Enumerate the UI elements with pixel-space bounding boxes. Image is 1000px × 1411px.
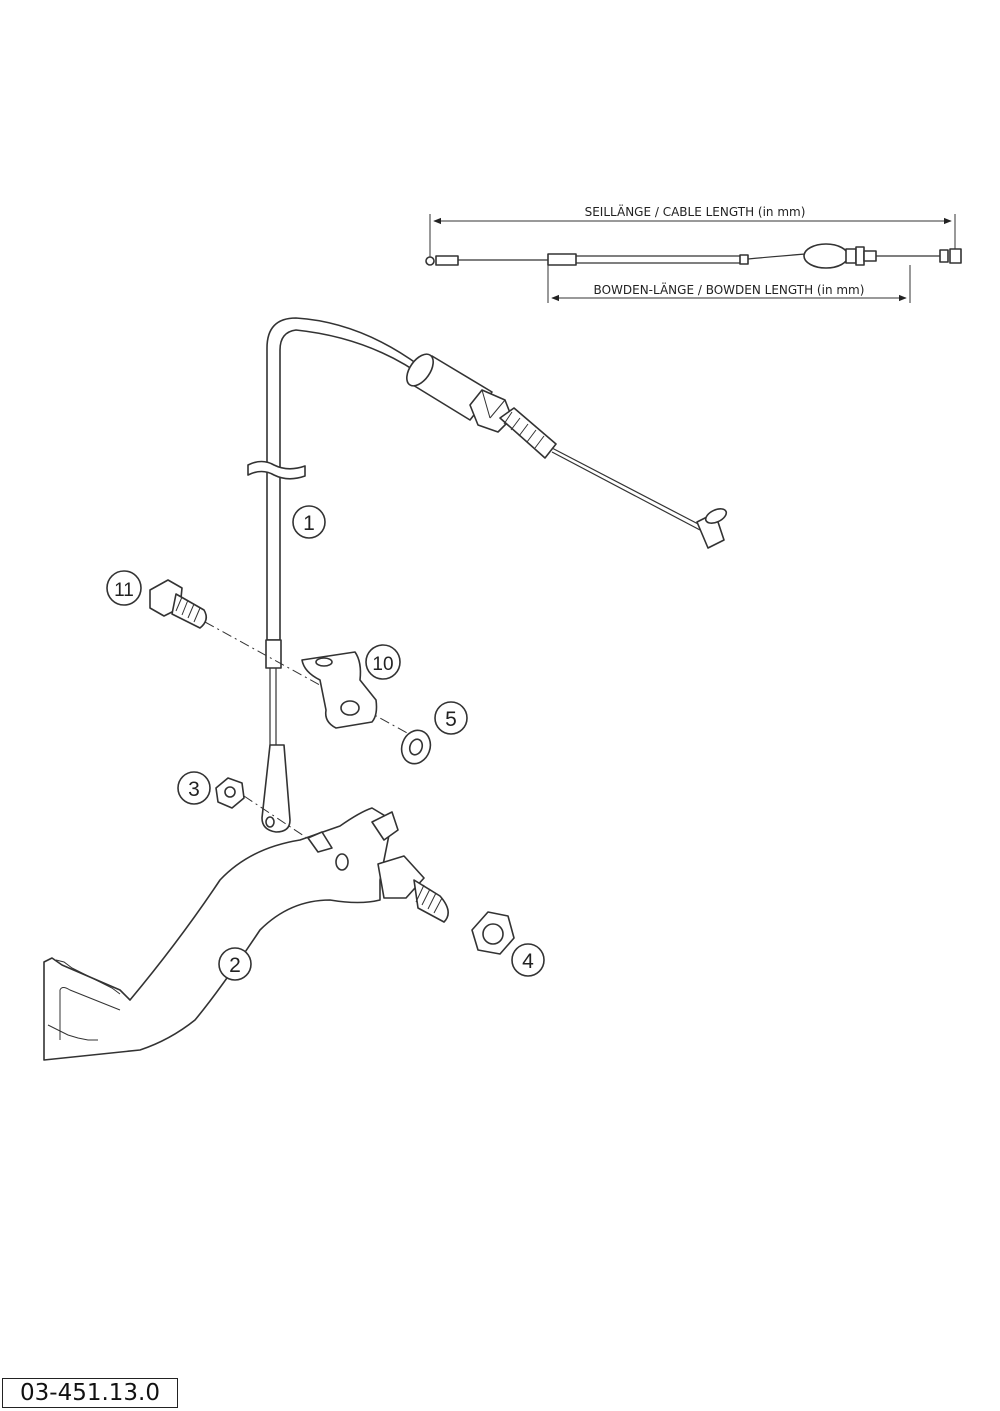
- svg-text:10: 10: [372, 654, 393, 675]
- washer-part: [400, 729, 432, 765]
- svg-text:2: 2: [229, 954, 241, 977]
- nut-small-part: [215, 777, 245, 809]
- callout-4: 4: [511, 943, 545, 977]
- cable-length-label: SEILLÄNGE / CABLE LENGTH (in mm): [585, 204, 806, 219]
- svg-text:5: 5: [445, 708, 457, 731]
- bowden-length-label: BOWDEN-LÄNGE / BOWDEN LENGTH (in mm): [594, 282, 865, 297]
- callout-2: 2: [218, 947, 252, 981]
- nut-large-part: [471, 911, 515, 955]
- cable-miniature: [425, 243, 962, 269]
- cable-dimension-drawing: SEILLÄNGE / CABLE LENGTH (in mm) BOWDEN-…: [425, 204, 962, 303]
- callout-1: 1: [292, 505, 326, 539]
- callout-5: 5: [434, 701, 468, 735]
- svg-text:3: 3: [188, 778, 200, 801]
- drawing-number: 03-451.13.0: [2, 1378, 178, 1408]
- brake-cable: [247, 317, 728, 833]
- bolt-part: [149, 579, 208, 629]
- brake-pedal-part: [43, 807, 449, 1061]
- assembly-axis-line: [204, 621, 421, 741]
- callout-3: 3: [177, 771, 211, 805]
- svg-text:4: 4: [522, 950, 534, 973]
- callout-10: 10: [365, 644, 401, 680]
- callout-11: 11: [106, 570, 142, 606]
- svg-text:1: 1: [303, 512, 315, 535]
- svg-text:11: 11: [114, 580, 134, 601]
- bracket-part: [301, 651, 378, 729]
